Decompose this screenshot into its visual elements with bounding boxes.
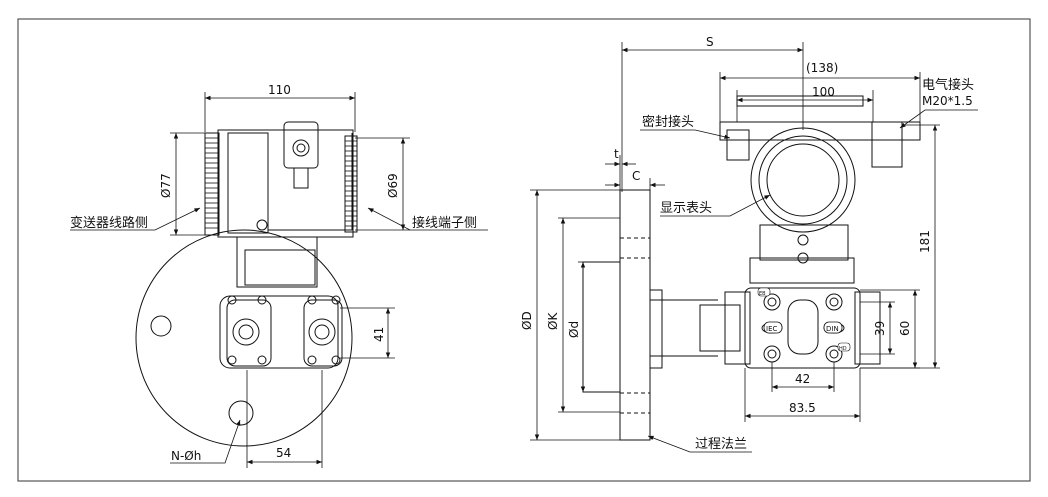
callout-elec-conn: 电气接头 [922, 77, 974, 93]
dim-41: 41 [372, 327, 386, 342]
right-knurl [344, 135, 358, 233]
dim-54: 54 [276, 446, 291, 460]
dim-C: C [632, 169, 640, 183]
callout-display-head: 显示表头 [660, 201, 712, 216]
outer-border [17, 18, 1031, 482]
badge-small-1: EB [759, 291, 766, 297]
elec-bar [719, 121, 921, 141]
dim-110: 110 [268, 83, 291, 97]
dim-t: t [614, 147, 619, 161]
dim-60: 60 [898, 321, 912, 336]
dim-S: S [706, 35, 714, 49]
flange-hole-left [150, 315, 172, 337]
dim-83-5: 83.5 [789, 401, 816, 415]
dim-dia77: Ø77 [159, 173, 173, 198]
dim-138: (138) [806, 61, 838, 75]
flange-circle [135, 229, 353, 447]
process-flange [619, 189, 651, 441]
dim-D: ØD [520, 311, 534, 330]
dim-100: 100 [812, 85, 835, 99]
callout-elec-thread: M20*1.5 [922, 94, 973, 108]
callout-process-flange: 过程法兰 [695, 437, 747, 452]
flange-hole-bottom [228, 400, 254, 426]
dim-holes: N-Øh [171, 449, 201, 463]
dim-39: 39 [873, 321, 887, 336]
callout-transmitter-side: 变送器线路侧 [70, 215, 148, 231]
conduit-boss [283, 121, 319, 169]
manifold-badges: IEC DIN EB HD [757, 287, 851, 352]
display-window [766, 143, 840, 217]
dim-42: 42 [795, 372, 810, 386]
manifold [744, 287, 861, 369]
housing-body [217, 129, 354, 238]
badge-din: DIN [826, 325, 839, 333]
dim-181: 181 [918, 230, 932, 253]
callout-seal-joint: 密封接头 [642, 114, 694, 130]
cable-gland [871, 121, 903, 168]
badge-small-2: HD [839, 346, 847, 352]
badge-iec: IEC [766, 325, 777, 333]
left-knurl [204, 132, 220, 236]
neck [236, 236, 318, 288]
front-view [530, 42, 978, 453]
dim-dia69: Ø69 [386, 173, 400, 198]
callout-terminal-side: 接线端子侧 [412, 215, 477, 231]
dim-K: ØK [546, 312, 560, 330]
capsule [219, 295, 339, 369]
side-view [70, 92, 488, 468]
dim-d: Ød [567, 321, 581, 338]
